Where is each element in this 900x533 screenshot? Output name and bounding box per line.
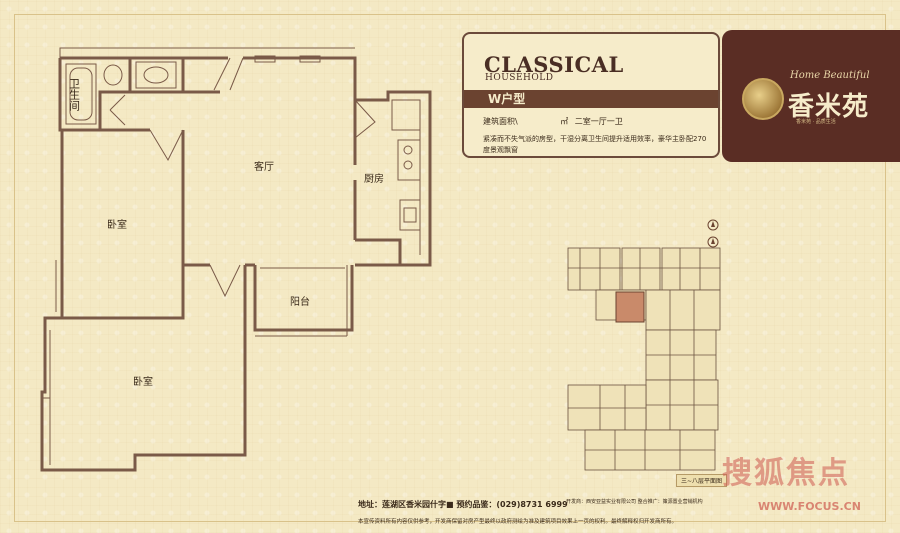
footer-disclaimer: 本宣传资料所有内容仅供参考，开发商保留对房产型最终以政府测绘为准及建筑项目效果上…	[358, 519, 678, 525]
brand-logo-icon	[742, 78, 784, 120]
watermark-url: WWW.FOCUS.CN	[758, 500, 861, 513]
label-kitchen: 厨房	[364, 172, 384, 185]
page-border	[14, 14, 886, 522]
brand-name: 香米苑	[788, 92, 870, 122]
label-living-room: 客厅	[254, 160, 274, 173]
footer-address: 地址：莲湖区香米园什字■ 预约品鉴：(029)8731 6999	[358, 500, 568, 509]
brand-script: Home Beautiful	[790, 70, 870, 81]
area-unit: ㎡	[560, 117, 569, 126]
unit-type-badge: W户型	[482, 90, 532, 108]
layout-summary: 二室一厅一卫	[574, 117, 623, 126]
compass-icon	[707, 219, 719, 248]
label-bedroom-2: 卧室	[133, 375, 153, 388]
area-label: 建筑面积\	[483, 117, 518, 126]
area-line: 建筑面积\ ㎡ 二室一厅一卫	[483, 116, 623, 127]
highlighted-unit	[615, 291, 645, 323]
site-plan-caption: 三~八层平面图	[676, 474, 728, 487]
description: 紧凑而不失气派的房型，干湿分离卫生间提升适用效率，豪华主卧配270度景观飘窗	[483, 135, 707, 154]
brand-tagline: 香米苑 · 品质生活	[796, 119, 836, 125]
label-bathroom: 卫生间	[68, 78, 81, 112]
site-plan	[567, 247, 721, 471]
label-bedroom-1: 卧室	[107, 218, 127, 231]
title: CLASSICAL	[484, 52, 624, 77]
subtitle: HOUSEHOLD	[485, 73, 554, 83]
watermark-logo: 搜狐焦点	[722, 456, 850, 491]
label-balcony: 阳台	[290, 295, 310, 308]
footer-developer: 开发商：西安亚益实业有限公司 整合推广：策源置业营销机构	[566, 499, 703, 505]
